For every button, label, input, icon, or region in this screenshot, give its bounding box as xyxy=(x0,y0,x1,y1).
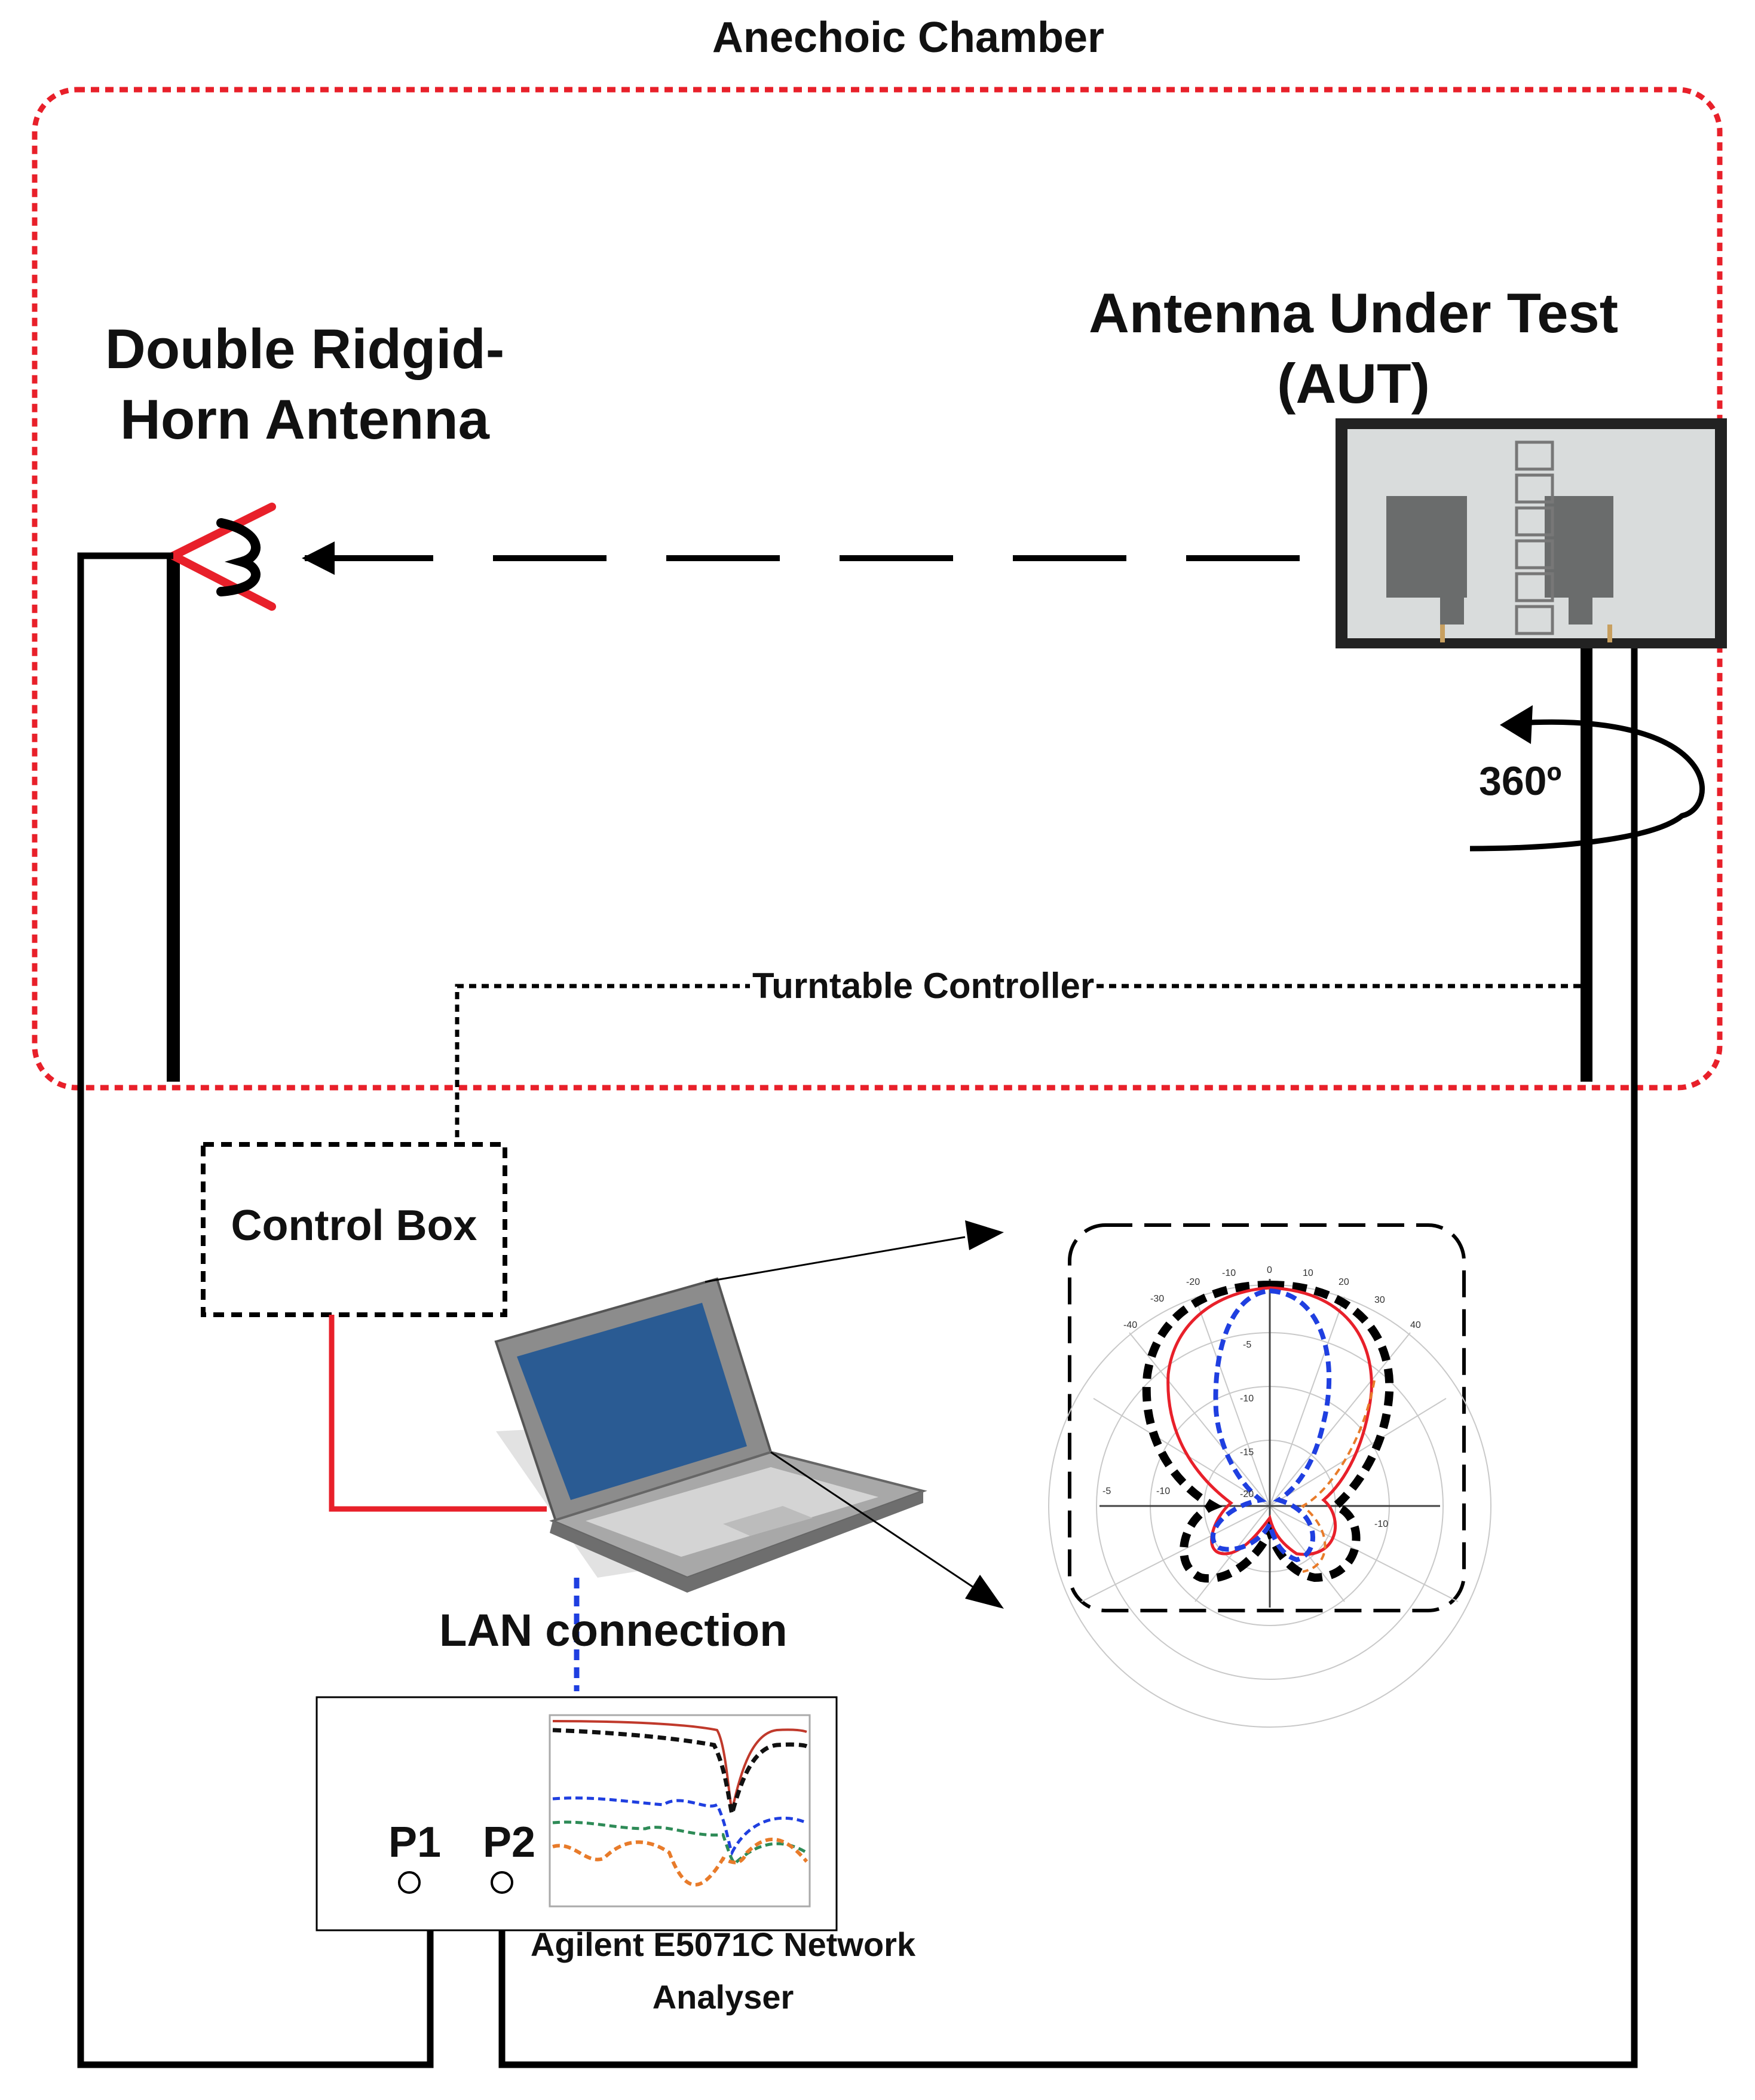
polar-plot-top-ticks: -40 -30 -20 -10 0 10 20 30 40 -5 -10 -15… xyxy=(1102,1265,1421,1529)
polar-tick: -40 xyxy=(1123,1320,1137,1330)
polar-tick: -20 xyxy=(1240,1489,1254,1499)
aut-cable xyxy=(498,648,1638,2068)
polar-tick: 10 xyxy=(1303,1268,1313,1278)
rotation-label: 360º xyxy=(1479,758,1562,804)
polar-plot-frame xyxy=(1068,1223,1466,1612)
port-p2-connector xyxy=(491,1871,513,1894)
lan-label: LAN connection xyxy=(439,1605,788,1656)
network-analyser-label-line2: Analyser xyxy=(652,1978,794,2016)
polar-tick: -10 xyxy=(1222,1268,1236,1278)
control-cable xyxy=(329,1315,547,1512)
port-p1-connector xyxy=(398,1871,421,1894)
polar-tick: 40 xyxy=(1410,1320,1421,1330)
laptop-arrowhead-upper xyxy=(965,1220,1004,1250)
horn-label-line2: Horn Antenna xyxy=(120,388,489,451)
horn-label-line1: Double Ridgid- xyxy=(105,317,505,380)
rotation-arrow xyxy=(1469,719,1705,852)
network-analyser-label: Agilent E5071C Network Analyser xyxy=(514,1918,932,2024)
port-p1-label: P1 xyxy=(388,1819,442,1866)
horn-label: Double Ridgid- Horn Antenna xyxy=(60,314,550,455)
polar-tick: 30 xyxy=(1374,1295,1385,1305)
laptop-icon xyxy=(494,1277,927,1593)
network-analyser-label-line1: Agilent E5071C Network xyxy=(530,1925,916,1963)
laptop-arrow-upper xyxy=(705,1236,966,1283)
control-box-label: Control Box xyxy=(231,1202,477,1250)
aut-label: Antenna Under Test (AUT) xyxy=(1016,278,1691,419)
polar-tick: -10 xyxy=(1156,1486,1170,1496)
polar-tick: 20 xyxy=(1339,1277,1349,1287)
port-p2-label: P2 xyxy=(483,1819,536,1866)
polar-tick: -10 xyxy=(1240,1394,1254,1404)
control-box xyxy=(201,1142,507,1317)
aut-label-line1: Antenna Under Test xyxy=(1088,281,1619,344)
polar-tick: -10 xyxy=(1374,1519,1388,1529)
signal-arrowhead xyxy=(302,541,335,575)
chamber-title: Anechoic Chamber xyxy=(712,14,1105,62)
turntable-label: Turntable Controller xyxy=(750,965,1097,1006)
rotation-arrowhead xyxy=(1500,705,1533,744)
polar-curve-orange xyxy=(1300,1380,1376,1573)
polar-tick: -20 xyxy=(1186,1277,1200,1287)
polar-tick: -5 xyxy=(1102,1486,1111,1496)
aut-label-line2: (AUT) xyxy=(1277,352,1430,415)
laptop-arrow-lower xyxy=(770,1451,978,1591)
polar-tick: -30 xyxy=(1150,1294,1164,1304)
polar-tick: -15 xyxy=(1240,1447,1254,1458)
polar-tick: 0 xyxy=(1267,1265,1272,1275)
aut-photo xyxy=(1336,418,1727,648)
turntable-controller-line xyxy=(455,984,1581,1141)
polar-tick: -5 xyxy=(1243,1340,1251,1350)
analyser-screen xyxy=(549,1714,811,1908)
horn-antenna-icon xyxy=(169,503,276,611)
laptop-arrowhead-lower xyxy=(965,1575,1004,1609)
